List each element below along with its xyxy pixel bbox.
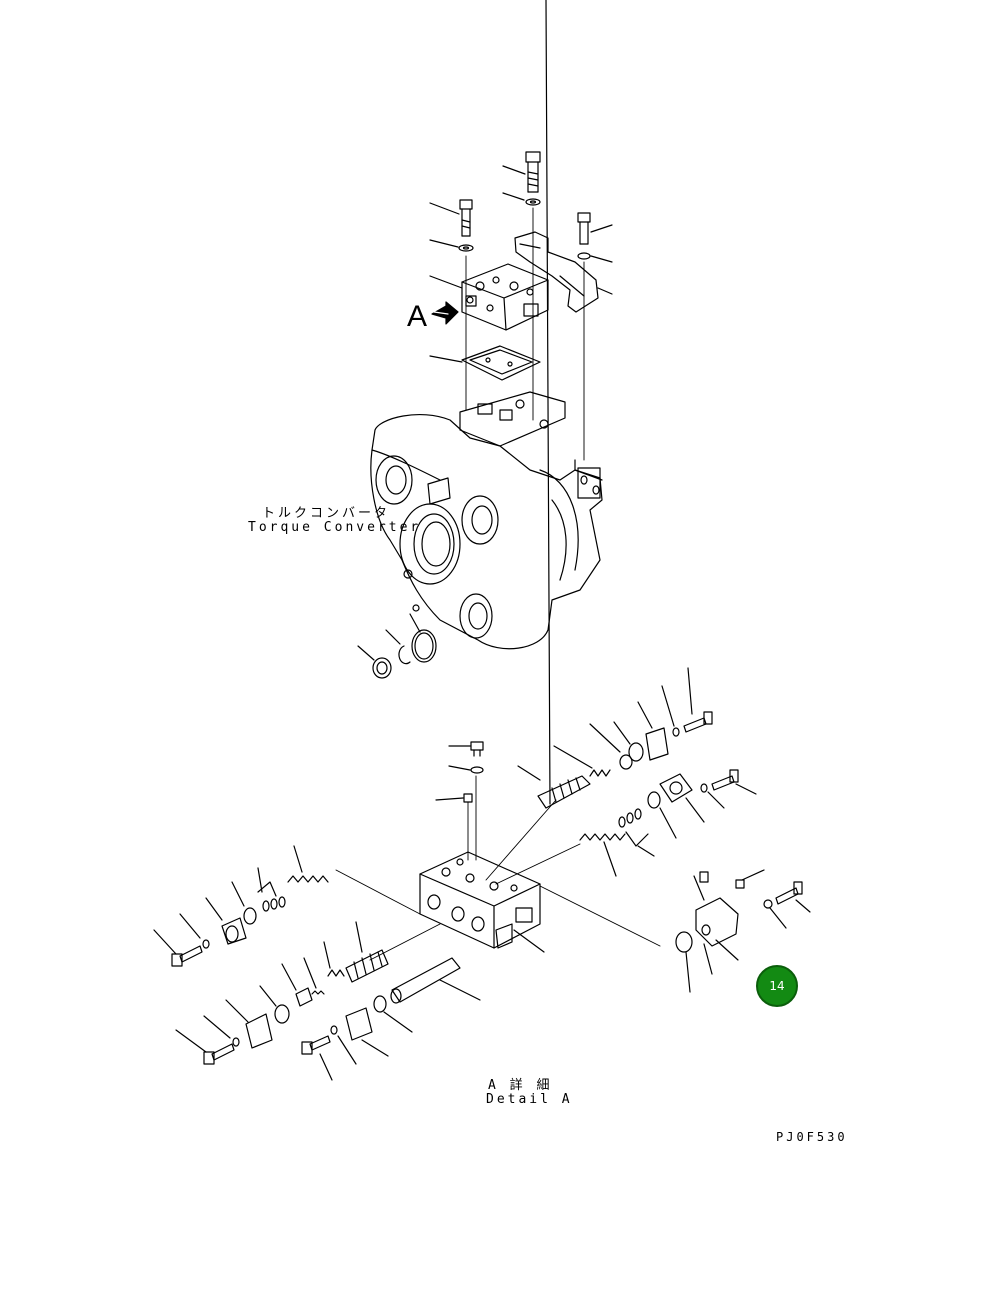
bolt-icon [429, 199, 473, 237]
washer-icon [203, 1015, 240, 1047]
spring-icon [323, 941, 345, 977]
washer-icon [448, 765, 484, 774]
plug-icon [735, 869, 765, 889]
alignment-lines [335, 775, 661, 961]
cover-plate-icon [225, 999, 273, 1049]
o-ring-icon [231, 881, 257, 925]
detail-label-jp: A 詳 細 [488, 1078, 553, 1093]
detail-label-en: Detail A [486, 1092, 573, 1107]
bolt-icon [153, 929, 203, 967]
bolt-icon [301, 1035, 333, 1081]
bolt-icon [577, 212, 613, 245]
detail-valve-body [419, 851, 545, 953]
alignment-lines [465, 207, 585, 461]
o-ring-icon [373, 995, 413, 1033]
valve-cap-icon [695, 897, 739, 961]
bolt-icon [711, 769, 757, 795]
detail-a-assembly [153, 0, 811, 1081]
small-spring-icon [303, 957, 325, 995]
o-ring-icon [257, 867, 286, 912]
plug-icon [435, 793, 473, 803]
washer-icon [179, 913, 210, 949]
o-ring-icon [675, 931, 713, 993]
torque-converter-label-jp: トルクコンバータ [262, 506, 391, 521]
nut-icon [357, 645, 392, 679]
washer-icon [502, 192, 541, 206]
gasket-plate [429, 345, 541, 381]
bracket [514, 231, 613, 313]
plug-icon [693, 871, 709, 901]
o-ring-icon [259, 985, 290, 1024]
plug-icon [205, 897, 247, 945]
spring-icon [579, 833, 626, 877]
plug-icon [281, 963, 313, 1007]
drawing-code: PJ0F530 [776, 1130, 848, 1144]
washer-icon [330, 1025, 357, 1065]
plug-icon [448, 741, 484, 757]
upper-assembly [357, 151, 613, 679]
callout-badge[interactable]: 14 [756, 965, 798, 1007]
spool-icon [345, 921, 389, 983]
cover-plate-icon [637, 701, 669, 761]
spring-icon [553, 745, 611, 777]
washer-icon [429, 239, 474, 252]
spool-icon [517, 0, 591, 809]
o-ring-icon [647, 791, 677, 839]
shaft-icon [390, 957, 481, 1004]
washer-icon [700, 783, 725, 809]
bolt-icon [502, 151, 541, 193]
o-ring-icon [613, 721, 644, 762]
bolt-icon [683, 667, 713, 733]
washer-icon [577, 252, 613, 263]
flange-icon [659, 773, 705, 823]
retaining-ring-icon [385, 629, 411, 665]
callout-number: 14 [769, 979, 785, 993]
washer-icon [763, 899, 787, 929]
o-ring-icon [618, 808, 655, 857]
view-marker-label: A [407, 300, 428, 333]
spring-icon [287, 845, 329, 883]
bolt-icon [775, 881, 811, 913]
washer-icon [661, 685, 680, 737]
plug-icon [589, 723, 633, 770]
transmission-case [370, 391, 603, 650]
cover-plate-icon [345, 1007, 389, 1057]
bolt-icon [175, 1029, 235, 1065]
snap-ring-icon [409, 613, 437, 663]
torque-converter-label-en: Torque Converter [248, 520, 422, 535]
view-arrow-icon [431, 301, 459, 325]
